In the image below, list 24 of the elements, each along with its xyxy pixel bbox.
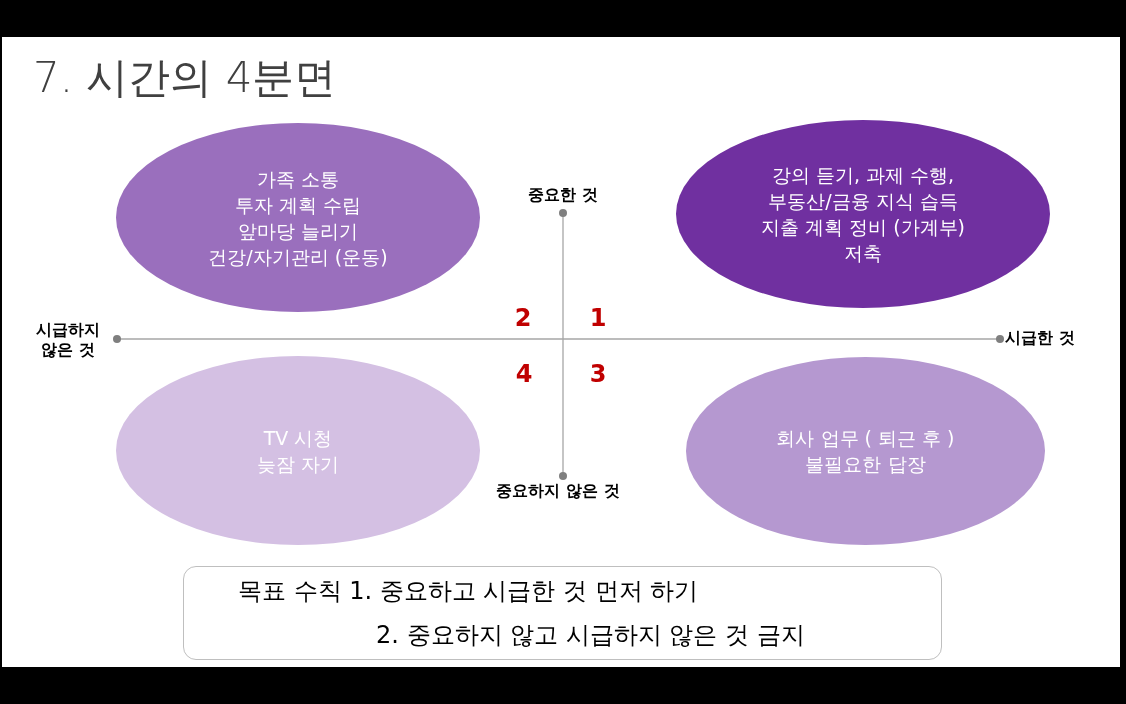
rule-text: 목표 수칙 1. 중요하고 시급한 것 먼저 하기 (238, 576, 699, 607)
activity-text: 저축 (844, 241, 882, 266)
activity-text: 가족 소통 (256, 166, 339, 192)
activity-text: 지출 계획 정비 (가계부) (761, 215, 965, 240)
axis-label: 시급하지 않은 것 (35, 320, 101, 360)
activity-text: TV 시청 (263, 425, 333, 451)
quadrant-number: 4 (515, 360, 533, 388)
activity-text: 앞마당 늘리기 (237, 218, 358, 244)
quadrant-number: 3 (589, 360, 607, 388)
activity-text: 회사 업무 ( 퇴근 후 ) (776, 426, 955, 451)
activity-text: 건강/자기관리 (운동) (208, 244, 388, 270)
activity-text: 부동산/금융 지식 습득 (768, 189, 958, 214)
activity-text: 투자 계획 수립 (234, 192, 362, 218)
quadrant-number: 2 (514, 304, 532, 332)
activity-text: 늦잠 자기 (256, 451, 339, 477)
slide-title: 7. 시간의 4분면 (33, 52, 337, 104)
rules-box (183, 566, 942, 660)
activity-text: 강의 듣기, 과제 수행, (771, 163, 955, 188)
axis-label: 중요한 것 (528, 185, 598, 205)
activity-text: 불필요한 답장 (805, 452, 926, 477)
axis-label: 시급한 것 (1005, 328, 1075, 348)
rule-text: 2. 중요하지 않고 시급하지 않은 것 금지 (376, 620, 805, 651)
quadrant-number: 1 (589, 304, 607, 332)
axis-label: 중요하지 않은 것 (496, 481, 620, 501)
